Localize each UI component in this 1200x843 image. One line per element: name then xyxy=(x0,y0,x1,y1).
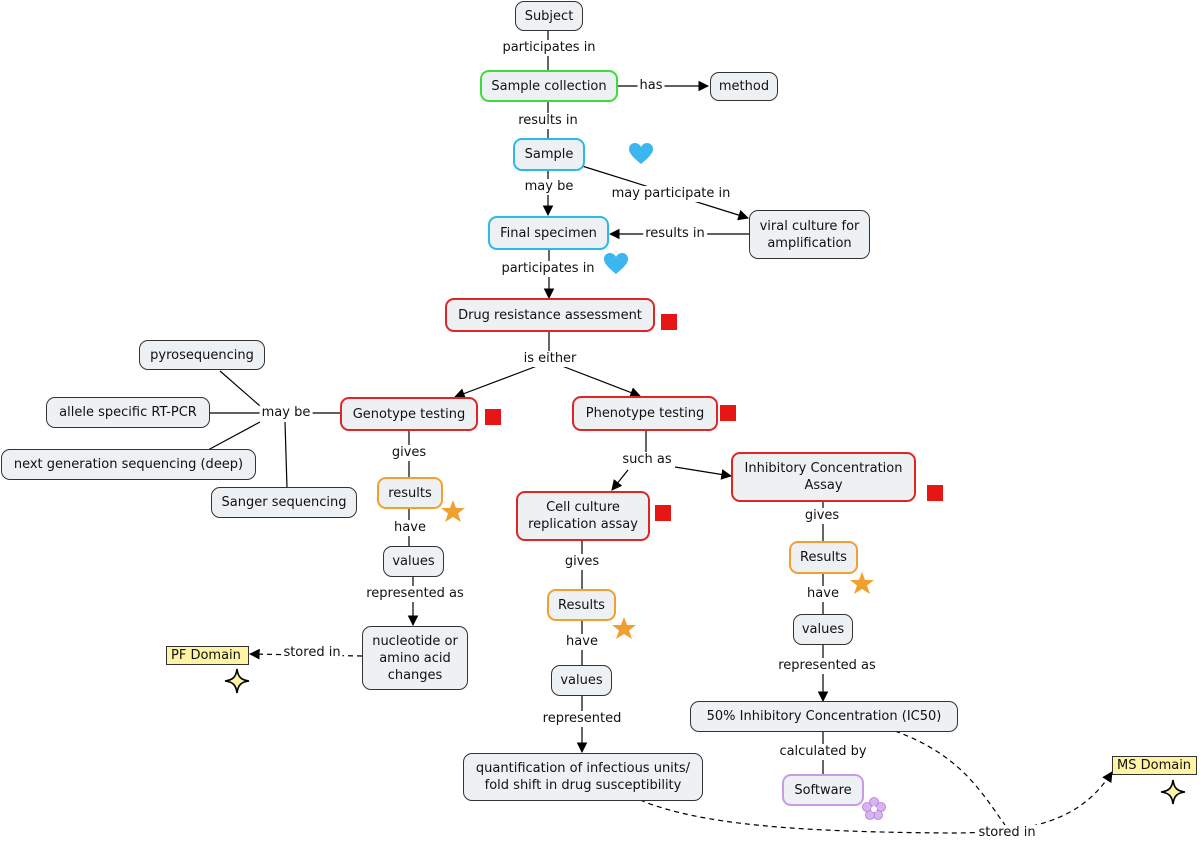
link-label-results-in-2: results in xyxy=(643,226,707,242)
node-pyrosequencing[interactable]: pyrosequencing xyxy=(139,340,265,370)
node-final-specimen-label: Final specimen xyxy=(500,225,597,241)
link-label-have-3: have xyxy=(805,586,841,602)
node-ic50[interactable]: 50% Inhibitory Concentration (IC50) xyxy=(690,701,958,732)
node-subject[interactable]: Subject xyxy=(515,1,583,31)
node-values-genotype[interactable]: values xyxy=(383,546,444,577)
node-quantification-label: quantification of infectious units/ fold… xyxy=(475,761,691,793)
node-results-cell-label: Results xyxy=(558,597,605,613)
node-results-inhibitory-label: Results xyxy=(800,550,847,565)
link-label-may-be-1: may be xyxy=(522,179,576,195)
node-pyrosequencing-label: pyrosequencing xyxy=(150,347,254,363)
node-inhibitory-assay-label: Inhibitory Concentration Assay xyxy=(744,461,903,493)
node-values-inhibitory[interactable]: values xyxy=(793,614,853,645)
ms-domain-box[interactable]: MS Domain xyxy=(1112,756,1197,775)
node-subject-label: Subject xyxy=(524,8,574,24)
moon-icon xyxy=(623,100,634,122)
node-ngs-label: next generation sequencing (deep) xyxy=(13,457,244,472)
node-sanger-label: Sanger sequencing xyxy=(221,495,347,510)
node-sample-label: Sample xyxy=(524,147,574,162)
star-icon xyxy=(612,617,636,639)
link-label-have-1: have xyxy=(392,520,428,536)
link-label-participates-in-2: participates in xyxy=(499,261,597,277)
square-icon xyxy=(927,485,943,501)
square-icon xyxy=(720,405,736,421)
square-icon xyxy=(661,314,677,330)
node-cell-culture-label: Cell culture replication assay xyxy=(528,500,638,532)
link-label-have-2: have xyxy=(564,634,600,650)
node-phenotype-testing[interactable]: Phenotype testing xyxy=(572,396,718,431)
node-method[interactable]: method xyxy=(710,72,778,101)
ms-domain-label: MS Domain xyxy=(1117,758,1192,773)
heart-icon xyxy=(629,143,653,164)
node-results-cell-culture[interactable]: Results xyxy=(547,589,616,621)
node-allele-specific-rt-pcr[interactable]: allele specific RT-PCR xyxy=(46,397,210,428)
link-label-represented-as-2: represented as xyxy=(776,658,878,674)
node-ic50-label: 50% Inhibitory Concentration (IC50) xyxy=(706,709,942,724)
link-label-represented-as-1: represented as xyxy=(364,586,466,602)
node-drug-resistance-assessment[interactable]: Drug resistance assessment xyxy=(445,298,655,332)
link-label-may-participate-in: may participate in xyxy=(609,186,733,202)
link-label-gives-2: gives xyxy=(562,554,602,570)
node-results-genotype[interactable]: results xyxy=(377,477,443,509)
node-method-label: method xyxy=(718,79,770,94)
node-sample-collection-label: Sample collection xyxy=(491,78,607,94)
node-drug-resistance-label: Drug resistance assessment xyxy=(458,307,642,323)
node-sample-collection[interactable]: Sample collection xyxy=(480,70,618,102)
node-genotype-testing-label: Genotype testing xyxy=(352,406,466,422)
node-values-cell-culture[interactable]: values xyxy=(551,665,612,696)
pf-domain-box[interactable]: PF Domain xyxy=(166,646,249,665)
link-label-such-as: such as xyxy=(620,452,674,468)
node-values-cell-label: values xyxy=(560,673,603,688)
node-results-genotype-label: results xyxy=(388,485,432,501)
node-viral-culture[interactable]: viral culture for amplification xyxy=(749,210,870,259)
node-sanger-sequencing[interactable]: Sanger sequencing xyxy=(211,487,357,518)
node-nucleotide-changes-label: nucleotide or amino acid changes xyxy=(372,633,458,683)
link-label-calculated-by: calculated by xyxy=(777,744,869,760)
link-label-represented: represented xyxy=(540,711,624,727)
square-icon xyxy=(655,505,671,521)
node-allele-specific-label: allele specific RT-PCR xyxy=(59,405,197,420)
link-label-is-either: is either xyxy=(521,351,579,367)
node-software[interactable]: Software xyxy=(782,774,864,806)
heart-icon xyxy=(604,253,628,274)
node-cell-culture-assay[interactable]: Cell culture replication assay xyxy=(516,491,650,541)
sparkle-icon xyxy=(1160,779,1186,805)
node-genotype-testing[interactable]: Genotype testing xyxy=(340,397,478,431)
node-sample[interactable]: Sample xyxy=(513,138,585,171)
pf-domain-label: PF Domain xyxy=(171,648,241,663)
link-label-has: has xyxy=(637,78,665,94)
node-software-label: Software xyxy=(794,782,852,798)
node-next-generation-sequencing[interactable]: next generation sequencing (deep) xyxy=(1,449,256,480)
node-values-inhibitory-label: values xyxy=(801,622,845,637)
flower-icon xyxy=(862,797,886,820)
node-viral-culture-label: viral culture for amplification xyxy=(759,218,860,251)
link-label-gives-3: gives xyxy=(802,508,842,524)
link-label-stored-in-1: stored in xyxy=(281,645,343,661)
node-final-specimen[interactable]: Final specimen xyxy=(488,216,609,250)
link-label-may-be-2: may be xyxy=(259,405,313,421)
link-label-participates-in-1: participates in xyxy=(500,40,598,56)
node-results-inhibitory[interactable]: Results xyxy=(789,541,858,574)
link-label-stored-in-2: stored in xyxy=(976,825,1038,841)
node-inhibitory-concentration-assay[interactable]: Inhibitory Concentration Assay xyxy=(731,452,916,502)
node-values-genotype-label: values xyxy=(392,554,435,569)
node-phenotype-testing-label: Phenotype testing xyxy=(585,406,705,421)
link-label-gives-1: gives xyxy=(389,445,429,461)
link-label-results-in-1: results in xyxy=(516,113,580,129)
star-icon xyxy=(441,500,465,522)
node-nucleotide-changes[interactable]: nucleotide or amino acid changes xyxy=(362,626,468,690)
square-icon xyxy=(485,409,501,425)
star-icon xyxy=(850,572,874,594)
node-quantification[interactable]: quantification of infectious units/ fold… xyxy=(463,753,703,801)
sparkle-icon xyxy=(224,668,250,694)
